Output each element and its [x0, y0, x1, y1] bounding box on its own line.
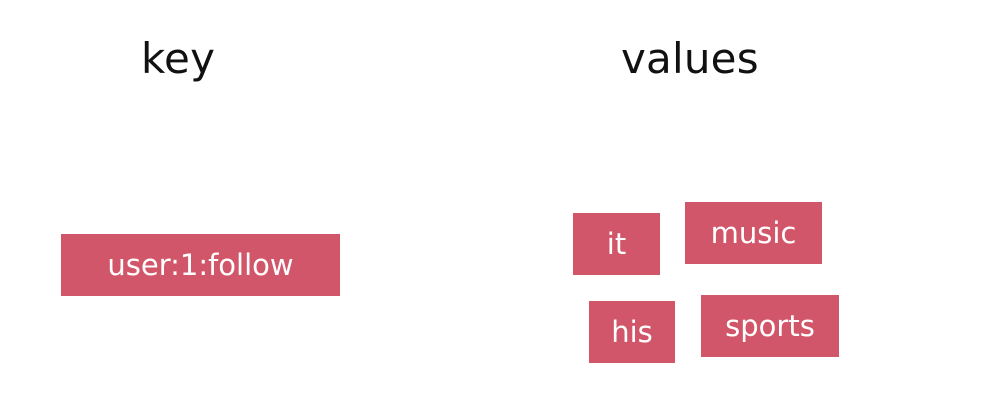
key-heading: key	[141, 34, 216, 83]
key-box-label: user:1:follow	[107, 248, 294, 282]
value-box-his: his	[589, 301, 675, 363]
value-box-music: music	[685, 202, 822, 264]
value-box-label: his	[611, 315, 653, 349]
value-box-it: it	[573, 213, 660, 275]
key-box: user:1:follow	[61, 234, 340, 296]
value-box-label: music	[710, 216, 797, 250]
value-box-sports: sports	[701, 295, 839, 357]
values-heading: values	[621, 34, 759, 83]
value-box-label: it	[606, 227, 627, 261]
value-box-label: sports	[725, 309, 815, 343]
